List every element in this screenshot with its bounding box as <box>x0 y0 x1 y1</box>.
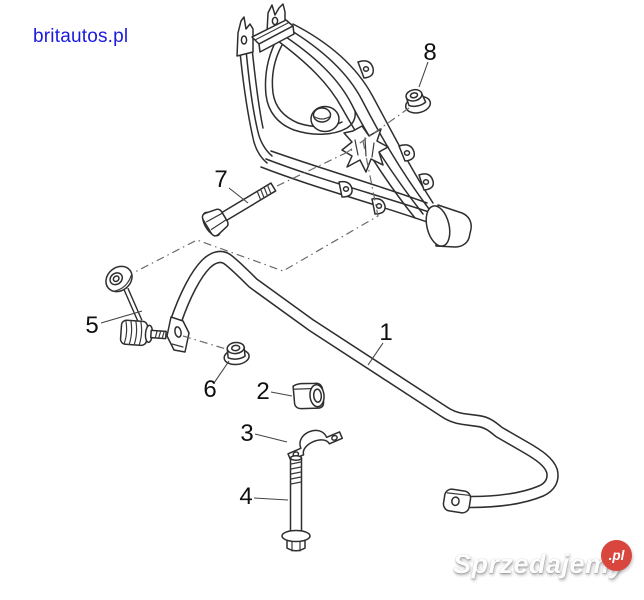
callout-7-number: 7 <box>214 166 227 193</box>
callout-8: 8 <box>418 39 437 88</box>
mounting-bracket-star <box>341 125 389 173</box>
callout-8-number: 8 <box>423 39 436 66</box>
callout-6-number: 6 <box>203 376 216 403</box>
subframe-top-bracket <box>236 3 295 57</box>
callout-4-number: 4 <box>239 483 252 510</box>
callout-5-number: 5 <box>85 312 98 339</box>
link-ball-joint <box>119 319 167 347</box>
bolt-short <box>201 182 277 237</box>
centerline-bolt7 <box>276 149 353 187</box>
callout-1: 1 <box>367 319 393 366</box>
callout-4: 4 <box>239 483 289 510</box>
callout-5: 5 <box>85 310 143 339</box>
callout-2: 2 <box>256 378 293 405</box>
callout-6: 6 <box>203 360 230 403</box>
flange-nut-6 <box>223 341 250 366</box>
callout-1-number: 1 <box>379 319 392 346</box>
bolt-long <box>281 455 311 552</box>
callout-3: 3 <box>240 420 288 447</box>
callout-3-number: 3 <box>240 420 253 447</box>
bar-bushing <box>292 382 325 410</box>
link-top-bushing <box>105 265 133 293</box>
sprzedajemy-pl-badge: .pl <box>601 540 632 571</box>
sprzedajemy-pl-label: .pl <box>608 548 625 563</box>
bar-left-eye <box>166 316 190 353</box>
sprzedajemy-logo-text: Sprzedajemy <box>453 549 626 579</box>
clamp-bracket <box>287 429 344 461</box>
sprzedajemy-logo: Sprzedajemy .pl <box>453 540 643 596</box>
watermark-britautos: britautos.pl <box>33 26 129 47</box>
centerline-zigzag <box>132 140 379 274</box>
subframe-boss <box>310 105 340 133</box>
centerline-link-stud <box>182 335 227 350</box>
stabilizer-link <box>105 265 167 347</box>
subframe-tabs <box>338 60 435 215</box>
subframe-assembly <box>236 3 472 248</box>
callout-2-number: 2 <box>256 378 269 405</box>
bar-right-eye <box>442 488 472 514</box>
stabilizer-bar <box>166 250 559 514</box>
centerline-nut8 <box>345 107 410 154</box>
centerlines <box>132 107 410 350</box>
flange-nut-8 <box>404 88 432 114</box>
callout-7: 7 <box>214 166 249 204</box>
